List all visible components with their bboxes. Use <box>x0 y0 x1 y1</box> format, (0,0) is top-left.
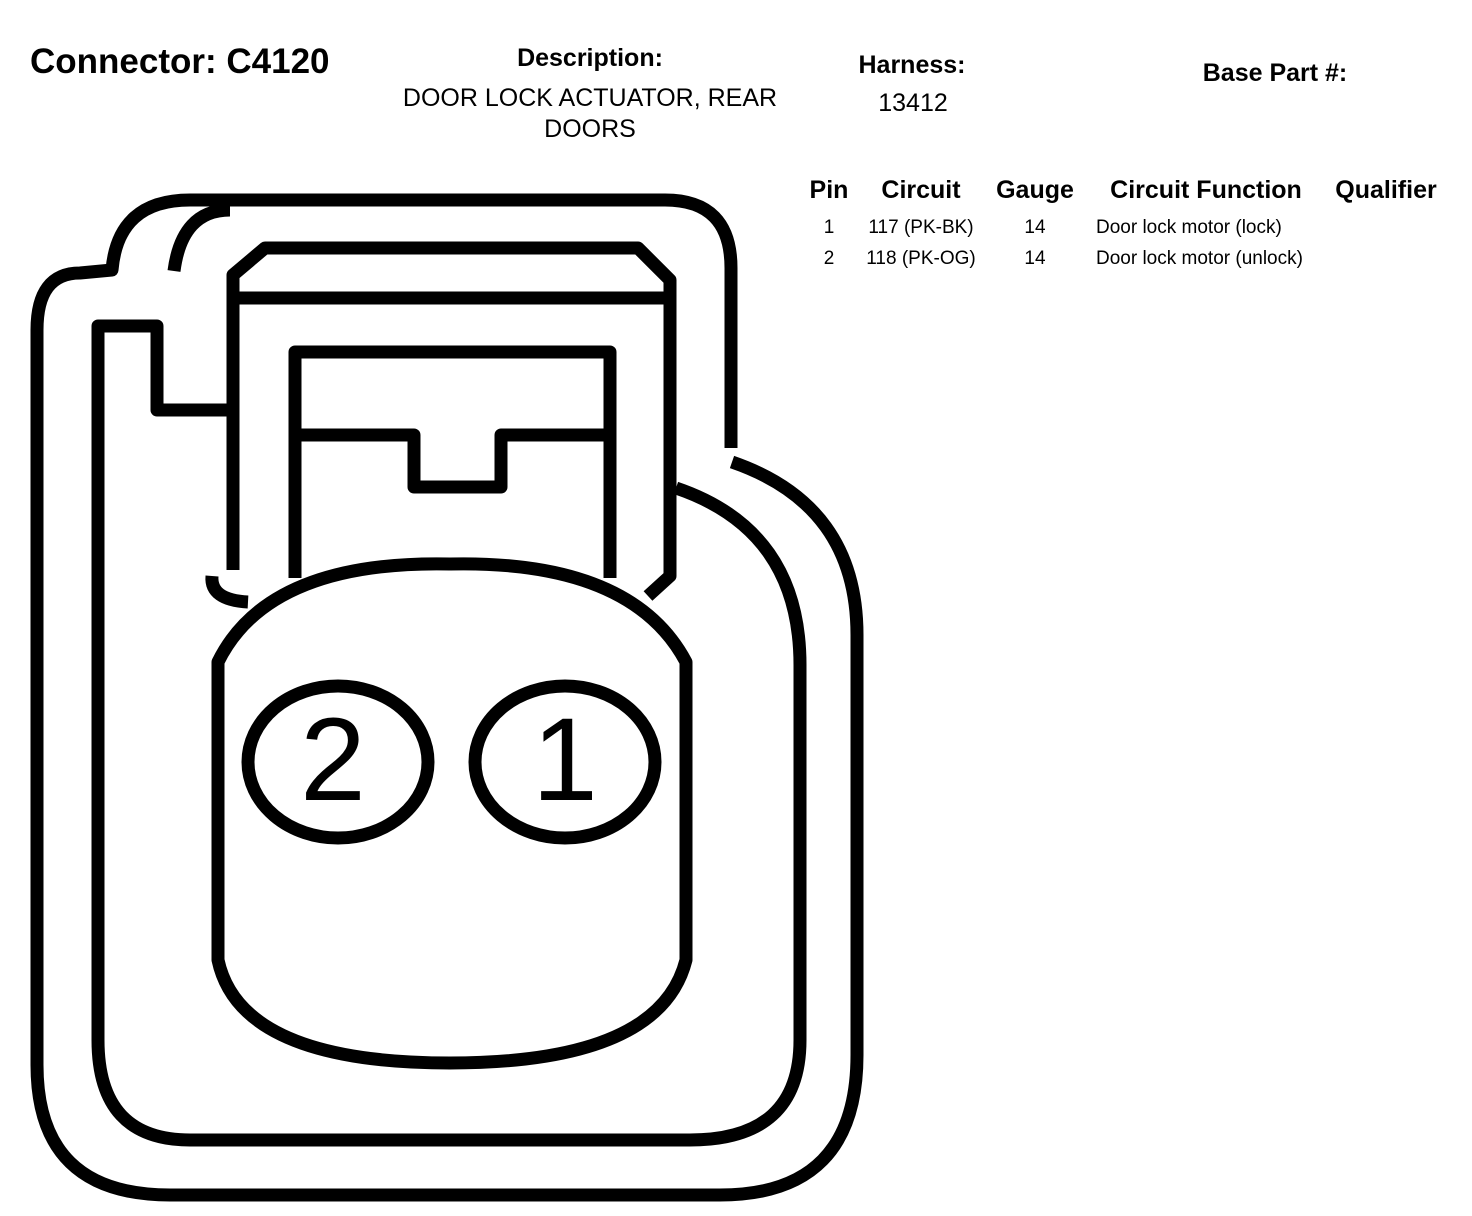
table-row: 1 117 (PK-BK) 14 Door lock motor (lock) <box>800 212 1446 243</box>
table-row: 2 118 (PK-OG) 14 Door lock motor (unlock… <box>800 243 1446 274</box>
base-part-heading: Base Part #: <box>1202 59 1348 87</box>
pin-label-1: 1 <box>532 694 598 826</box>
terminal-cavity-body <box>211 557 693 1070</box>
latch-tab <box>288 345 617 578</box>
description-value: DOOR LOCK ACTUATOR, REAR DOORS <box>402 84 778 143</box>
column-header-qualifier: Qualifier <box>1335 175 1437 204</box>
gauge-cell: 14 <box>1024 247 1046 269</box>
connector-title: Connector: C4120 <box>30 42 330 81</box>
circuit-cell: 117 (PK-BK) <box>868 216 974 238</box>
pin-table-header-row: Pin Circuit Gauge Circuit Function Quali… <box>800 172 1446 212</box>
circuit-function-cell: Door lock motor (unlock) <box>1096 247 1303 269</box>
latch-tab-notch <box>295 428 610 494</box>
connector-inner-wall <box>167 203 231 272</box>
column-header-circuit-function: Circuit Function <box>1110 175 1302 204</box>
column-header-pin: Pin <box>809 175 849 204</box>
connector-outer-shell <box>30 193 864 1202</box>
pin-cavity-1 <box>468 679 662 845</box>
description-heading: Description: <box>517 44 663 72</box>
harness-heading: Harness: <box>858 51 966 79</box>
column-header-gauge: Gauge <box>996 175 1074 204</box>
pin-cell: 2 <box>823 247 835 269</box>
latch-hook <box>205 575 249 609</box>
latch-frame <box>226 241 677 601</box>
circuit-function-cell: Door lock motor (lock) <box>1096 216 1282 238</box>
column-header-circuit: Circuit <box>881 175 961 204</box>
harness-value: 13412 <box>878 89 948 117</box>
connector-inner-outline <box>91 319 807 1147</box>
pin-cell: 1 <box>823 216 835 238</box>
gauge-cell: 14 <box>1024 216 1046 238</box>
pin-label-2: 2 <box>300 694 366 826</box>
circuit-cell: 118 (PK-OG) <box>866 247 976 269</box>
pin-cavity-2 <box>241 679 435 845</box>
pin-table: Pin Circuit Gauge Circuit Function Quali… <box>800 172 1446 274</box>
